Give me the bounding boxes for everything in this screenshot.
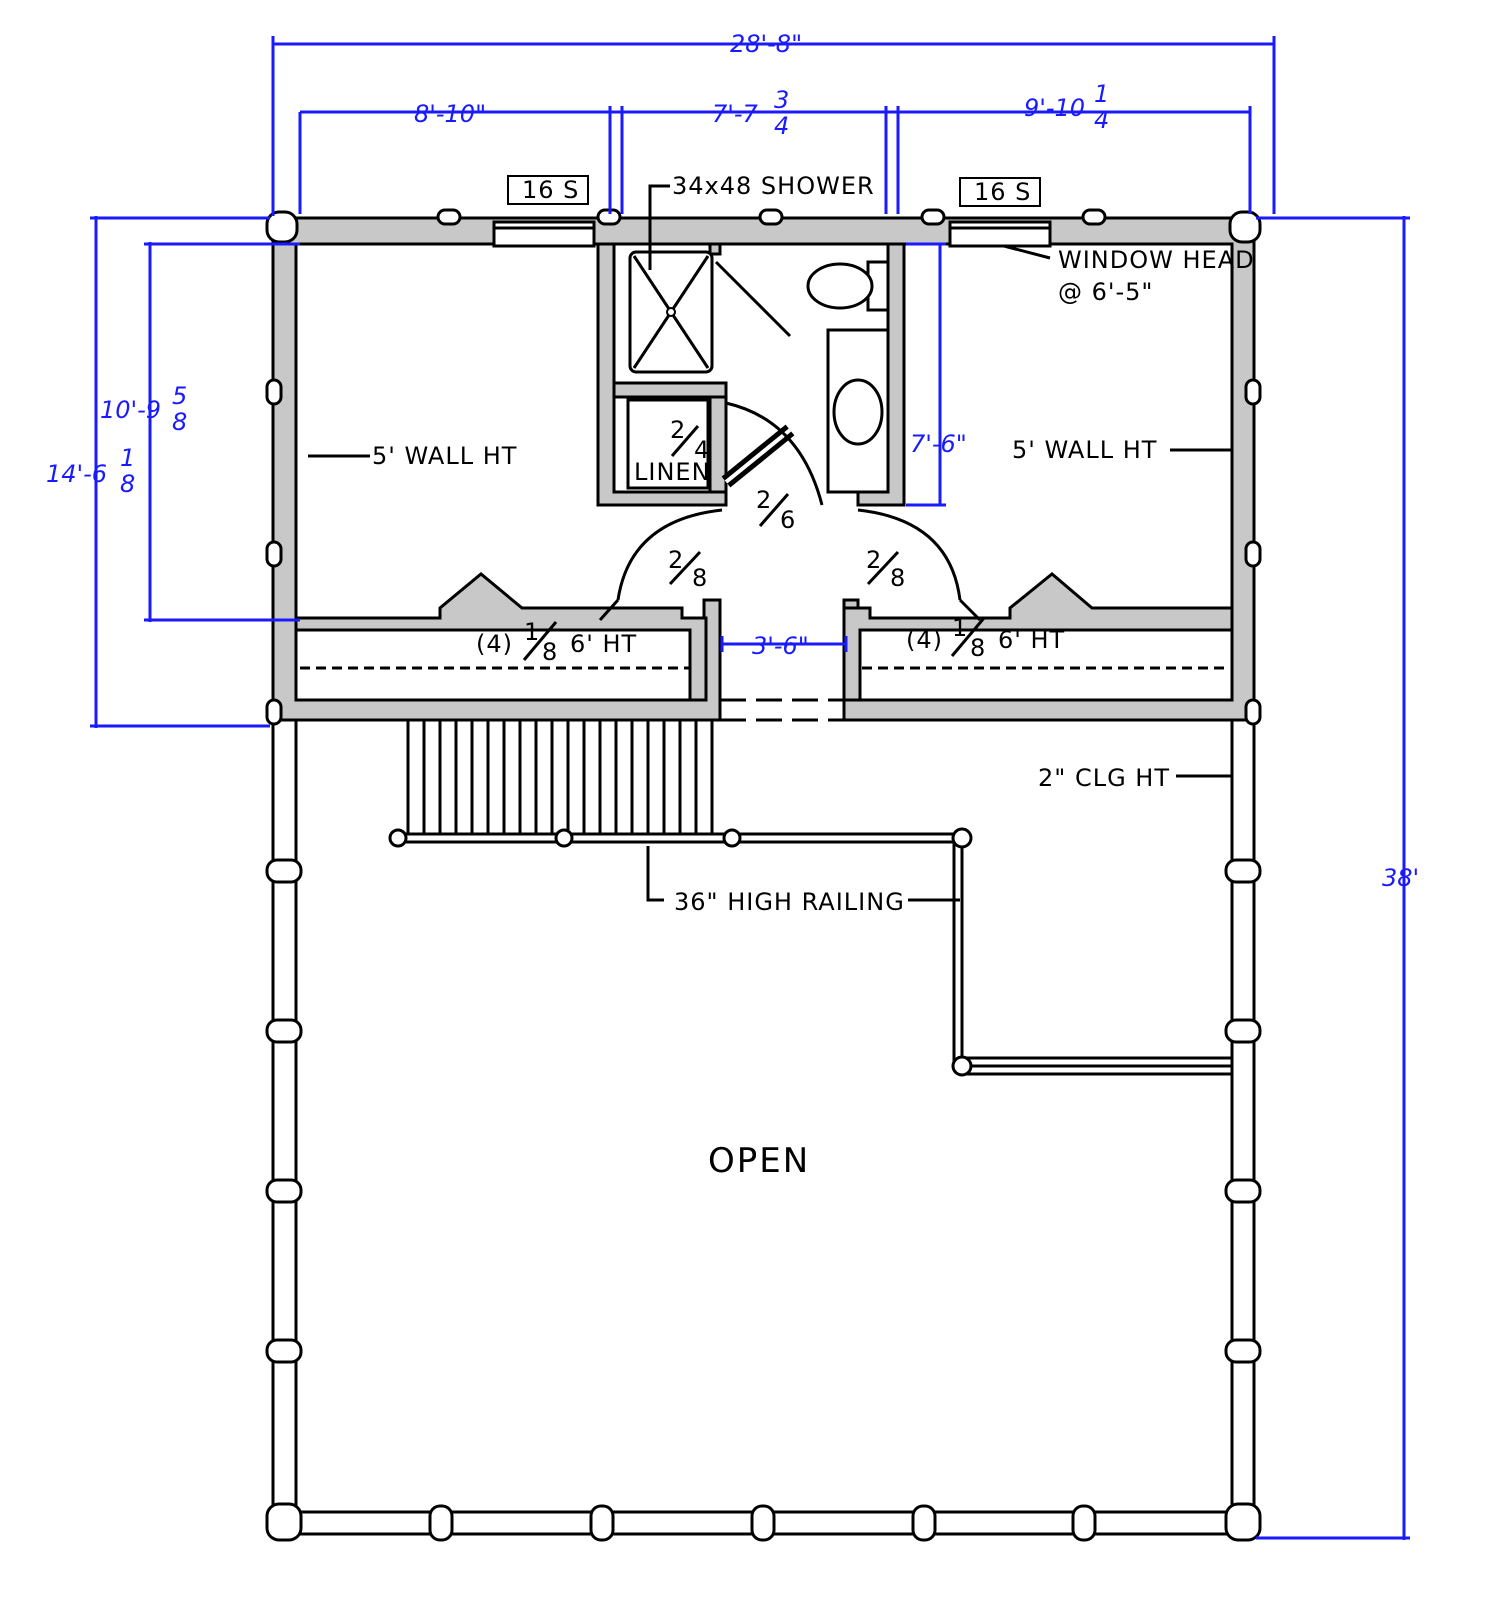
wall-ht-left-label: 5' WALL HT: [372, 442, 517, 470]
bath-depth-dim: 7'-6": [910, 430, 967, 458]
outer-depth-frac-num: 1: [120, 444, 135, 472]
window-right: [948, 220, 1052, 248]
mid-bay-dim: 7'-7: [712, 100, 759, 128]
window-tag-right-text: 16 S: [974, 178, 1031, 206]
door-swings: [300, 508, 1230, 722]
toilet-bowl: [806, 262, 874, 310]
window-left: [492, 220, 596, 248]
closet-left-prefix: (4): [476, 630, 513, 658]
wall-ht-right-label: 5' WALL HT: [1012, 436, 1157, 464]
stairwell: [406, 720, 714, 834]
leaders: [308, 184, 1232, 778]
open-label: OPEN: [708, 1141, 810, 1181]
outer-depth-dim: 14'-6: [46, 460, 107, 488]
dimension-lines: [90, 36, 1410, 1540]
right-bay-dim: 9'-10: [1024, 94, 1085, 122]
left-door-den: 8: [692, 564, 707, 592]
bath-door-num: 2: [756, 486, 771, 514]
overall-depth-dim: 38': [1382, 864, 1419, 892]
hall-width-dim: 3'-6": [752, 632, 809, 660]
right-bay-frac-num: 1: [1094, 80, 1109, 108]
mid-bay-frac-den: 4: [774, 112, 789, 140]
closet-right-num: 1: [952, 614, 967, 642]
bath-door-den: 6: [780, 506, 795, 534]
sink: [832, 378, 884, 446]
inner-depth-frac-den: 8: [172, 408, 187, 436]
window-head-label-2: @ 6'-5": [1058, 278, 1153, 306]
bath-fixtures: [626, 250, 890, 506]
shower-label: 34x48 SHOWER: [672, 172, 875, 200]
log-perimeter: [265, 716, 1262, 1542]
upper-walls: [271, 216, 1256, 722]
clg-ht-label: 2" CLG HT: [1038, 764, 1170, 792]
top-wall-details: [265, 208, 1262, 726]
linen-closet: [626, 398, 710, 490]
right-door-den: 8: [890, 564, 905, 592]
closet-right-prefix: (4): [906, 626, 943, 654]
window-head-label-1: WINDOW HEAD: [1058, 246, 1255, 274]
railing: [388, 827, 1232, 1077]
outer-depth-frac-den: 8: [120, 470, 135, 498]
railing-label: 36" HIGH RAILING: [674, 888, 905, 916]
closet-right-suffix: 6' HT: [998, 626, 1065, 654]
closet-left-num: 1: [524, 618, 539, 646]
left-door-num: 2: [668, 546, 683, 574]
linen-door-den: 4: [694, 436, 709, 464]
mid-bay-frac-num: 3: [774, 86, 789, 114]
inner-depth-frac-num: 5: [172, 382, 187, 410]
linen-label: LINEN: [634, 458, 711, 486]
window-tag-left-text: 16 S: [522, 176, 579, 204]
window-tag-left: [507, 175, 589, 205]
right-bay-frac-den: 4: [1094, 106, 1109, 134]
closet-left-den: 8: [542, 638, 557, 666]
overall-width-dim: 28'-8": [730, 30, 802, 58]
window-tag-right: [959, 177, 1041, 207]
closet-right-den: 8: [970, 634, 985, 662]
right-door-num: 2: [866, 546, 881, 574]
left-bay-dim: 8'-10": [414, 100, 486, 128]
closet-left-suffix: 6' HT: [570, 630, 637, 658]
linen-door-num: 2: [670, 416, 685, 444]
inner-depth-dim: 10'-9: [100, 396, 161, 424]
